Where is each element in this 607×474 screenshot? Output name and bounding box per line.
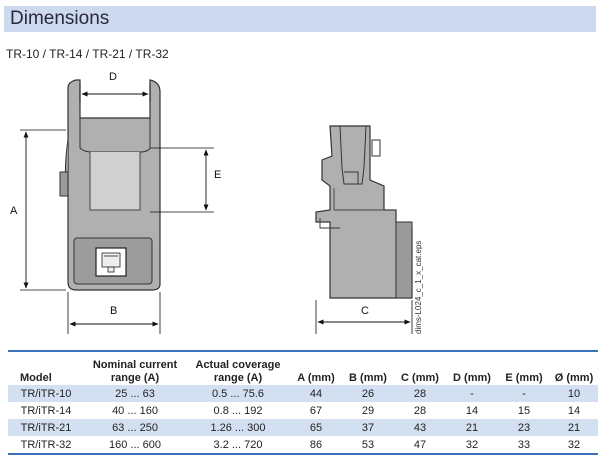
col-header-nominal-range: Nominal current range (A) (84, 350, 186, 385)
cell-diameter: 10 (550, 385, 598, 402)
col-header-diameter: Ø (mm) (550, 350, 598, 385)
col-header-a: A (mm) (290, 350, 342, 385)
cell-actual-range: 0.5 ... 75.6 (186, 385, 290, 402)
cell-nominal-range: 160 ... 600 (84, 436, 186, 455)
cell-nominal-range: 25 ... 63 (84, 385, 186, 402)
cell-e: 23 (498, 419, 550, 436)
cell-d: 32 (446, 436, 498, 455)
cell-e: - (498, 385, 550, 402)
cell-actual-range: 1.26 ... 300 (186, 419, 290, 436)
cell-diameter: 32 (550, 436, 598, 455)
col-header-d: D (mm) (446, 350, 498, 385)
cell-b: 37 (342, 419, 394, 436)
col-header-e: E (mm) (498, 350, 550, 385)
table-row: TR/iTR-10 25 ... 63 0.5 ... 75.6 44 26 2… (8, 385, 598, 402)
cell-b: 26 (342, 385, 394, 402)
cell-a: 86 (290, 436, 342, 455)
col-header-actual-range: Actual coverage range (A) (186, 350, 290, 385)
cell-model: TR/iTR-14 (8, 402, 84, 419)
cell-c: 43 (394, 419, 446, 436)
side-dimensions: C (315, 300, 413, 334)
col-header-model: Model (8, 350, 84, 385)
table-row: TR/iTR-21 63 ... 250 1.26 ... 300 65 37 … (8, 419, 598, 436)
dim-label-c: C (361, 305, 369, 317)
front-dimensions: D E A B (10, 71, 221, 334)
drawing-file-ref: dims-L024_c_1_x_cat.eps (414, 240, 423, 334)
dimensions-table: Model Nominal current range (A) Actual c… (8, 350, 598, 455)
cell-e: 33 (498, 436, 550, 455)
cell-d: 14 (446, 402, 498, 419)
table-header-row: Model Nominal current range (A) Actual c… (8, 350, 598, 385)
cell-model: TR/iTR-32 (8, 436, 84, 455)
cell-d: - (446, 385, 498, 402)
cell-c: 28 (394, 385, 446, 402)
dim-label-e: E (214, 169, 221, 181)
side-view (315, 125, 413, 299)
front-view (59, 79, 161, 291)
section-title: Dimensions (10, 8, 110, 29)
cell-a: 67 (290, 402, 342, 419)
cell-actual-range: 3.2 ... 720 (186, 436, 290, 455)
dim-label-d: D (109, 71, 117, 83)
model-list: TR-10 / TR-14 / TR-21 / TR-32 (6, 47, 169, 61)
cell-model: TR/iTR-10 (8, 385, 84, 402)
cell-nominal-range: 40 ... 160 (84, 402, 186, 419)
table-row: TR/iTR-14 40 ... 160 0.8 ... 192 67 29 2… (8, 402, 598, 419)
table-row: TR/iTR-32 160 ... 600 3.2 ... 720 86 53 … (8, 436, 598, 455)
cell-actual-range: 0.8 ... 192 (186, 402, 290, 419)
cell-d: 21 (446, 419, 498, 436)
cell-model: TR/iTR-21 (8, 419, 84, 436)
cell-nominal-range: 63 ... 250 (84, 419, 186, 436)
cell-b: 29 (342, 402, 394, 419)
cell-a: 65 (290, 419, 342, 436)
dim-label-a: A (10, 205, 18, 217)
cell-c: 47 (394, 436, 446, 455)
col-header-c: C (mm) (394, 350, 446, 385)
cell-b: 53 (342, 436, 394, 455)
dimension-drawing: D E A B C (10, 71, 413, 334)
cell-a: 44 (290, 385, 342, 402)
col-header-b: B (mm) (342, 350, 394, 385)
dim-label-b: B (110, 305, 117, 317)
cell-c: 28 (394, 402, 446, 419)
cell-diameter: 21 (550, 419, 598, 436)
section-header: Dimensions (4, 6, 596, 32)
cell-diameter: 14 (550, 402, 598, 419)
cell-e: 15 (498, 402, 550, 419)
